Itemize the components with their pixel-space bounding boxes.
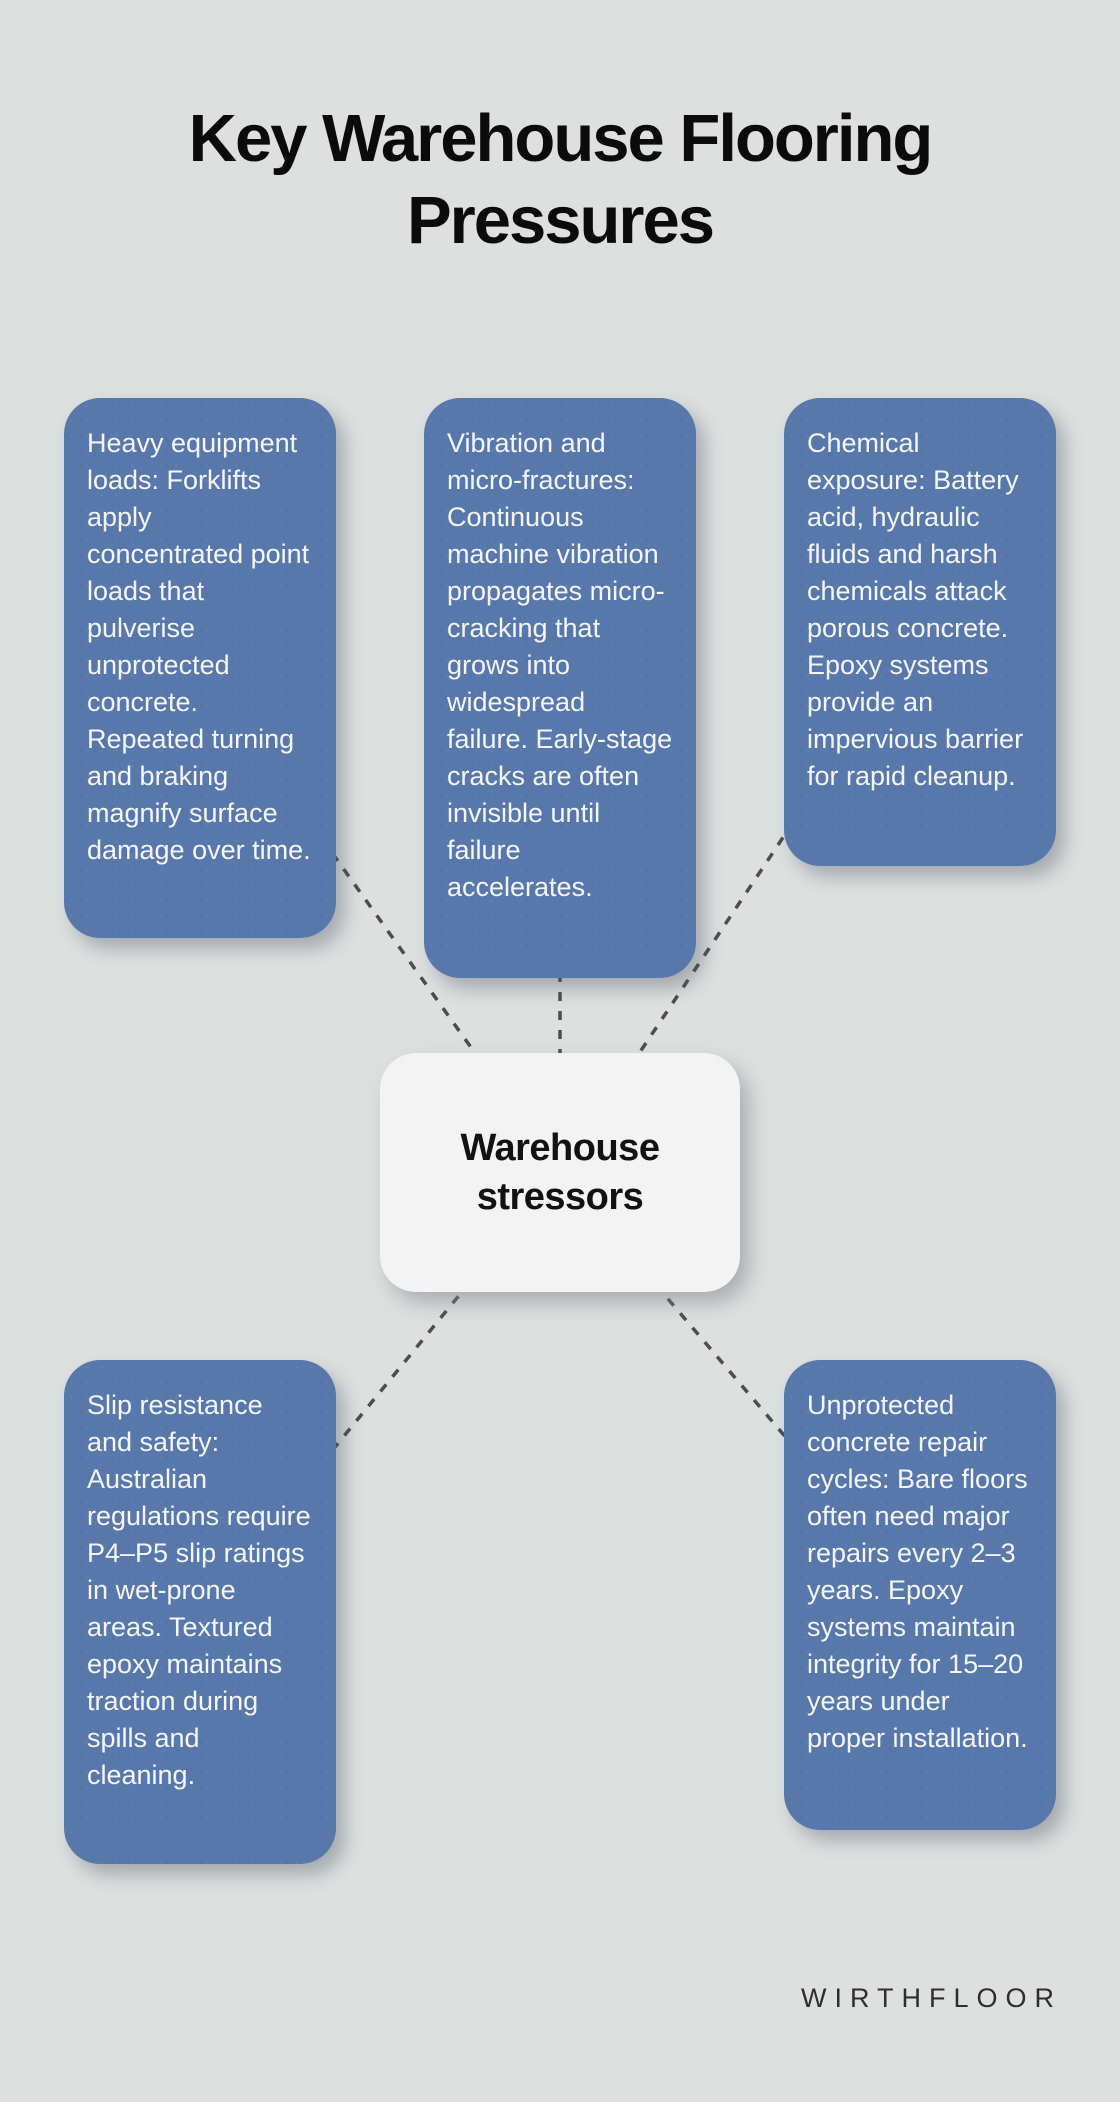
node-heavy-equipment-loads: Heavy equipment loads: Forklifts apply c…	[64, 398, 336, 938]
center-node-warehouse-stressors: Warehouse stressors	[380, 1053, 740, 1292]
node-slip-resistance-safety-text: Slip resistance and safety: Australian r…	[87, 1390, 311, 1790]
node-heavy-equipment-loads-text: Heavy equipment loads: Forklifts apply c…	[87, 428, 311, 865]
node-vibration-micro-fractures-text: Vibration and micro-fractures: Continuou…	[447, 428, 673, 902]
node-vibration-micro-fractures: Vibration and micro-fractures: Continuou…	[424, 398, 696, 978]
node-chemical-exposure-text: Chemical exposure: Battery acid, hydraul…	[807, 428, 1024, 791]
node-unprotected-concrete-repair-cycles: Unprotected concrete repair cycles: Bare…	[784, 1360, 1056, 1830]
node-chemical-exposure: Chemical exposure: Battery acid, hydraul…	[784, 398, 1056, 866]
node-slip-resistance-safety: Slip resistance and safety: Australian r…	[64, 1360, 336, 1864]
center-node-label: Warehouse stressors	[460, 1126, 660, 1218]
brand-logo-wirthfloor: WIRTHFLOOR	[801, 1983, 1062, 2013]
page-title: Key Warehouse Flooring Pressures	[188, 101, 934, 258]
node-unprotected-concrete-repair-cycles-text: Unprotected concrete repair cycles: Bare…	[807, 1390, 1028, 1753]
